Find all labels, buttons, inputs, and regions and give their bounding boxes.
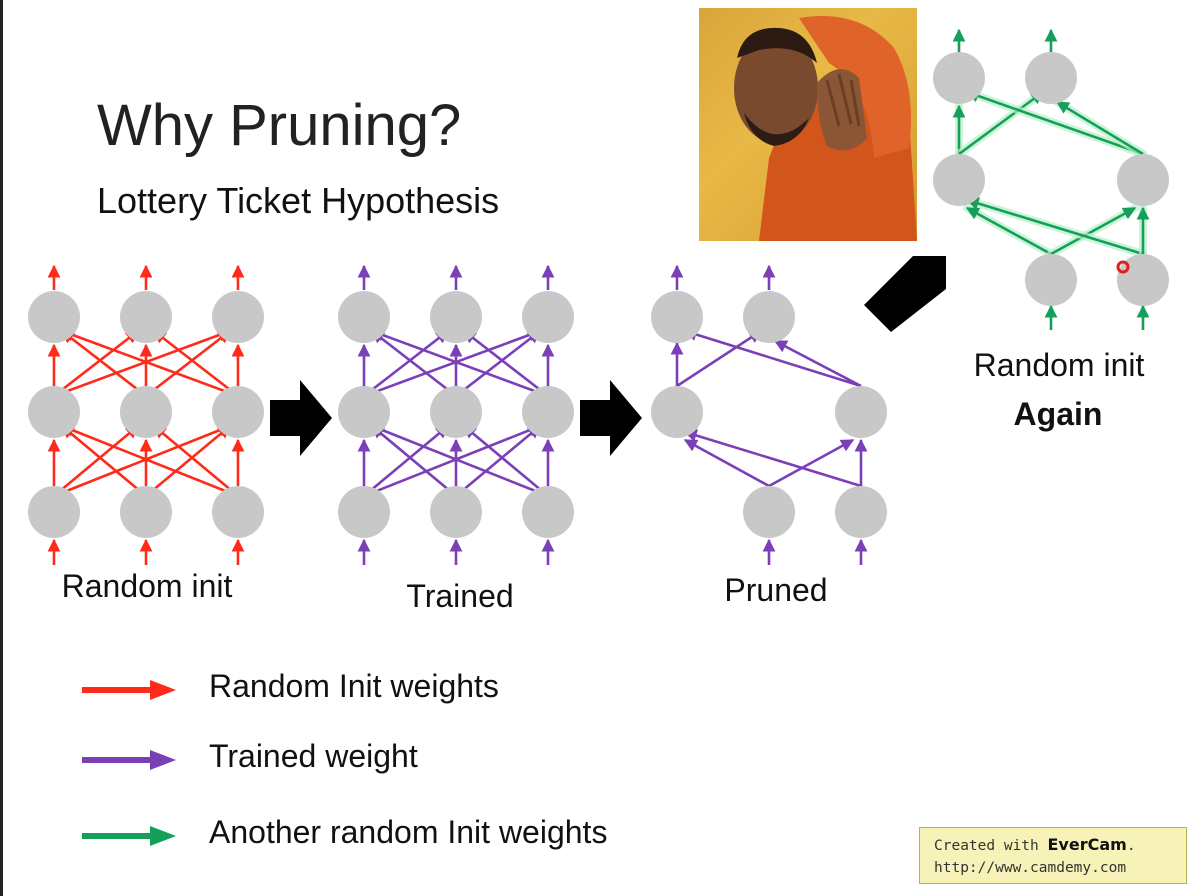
trained-edge-l1-1-0 — [370, 329, 457, 398]
trained-neuron-top-0 — [338, 291, 390, 343]
stage-label-reinit: Random init — [973, 347, 1145, 383]
random-edge-l1-2-0 — [60, 328, 239, 398]
random-neuron-mid-0 — [28, 386, 80, 438]
random-edge-l0-1-2 — [145, 425, 231, 497]
trained-edge-l0-1-0 — [371, 425, 457, 497]
stage-label-again: Again — [1013, 396, 1103, 432]
reinit-neuron-bot-0 — [1025, 254, 1077, 306]
trained-edge-l1-2-1 — [462, 329, 549, 398]
stage-label-pruned: Pruned — [724, 572, 828, 608]
random-edge-l0-0-1 — [53, 425, 139, 497]
reinit-edge-b0-m0 — [965, 206, 1052, 256]
stage-arrow-1 — [270, 380, 332, 456]
left-border — [0, 0, 3, 896]
reinit-neuron-top-0 — [933, 52, 985, 104]
pruned-edge-b0-m0 — [683, 438, 770, 488]
trained-neuron-bot-0 — [338, 486, 390, 538]
reinit-edge-m1-t1 — [1055, 100, 1144, 156]
pruned-neuron-top-0 — [651, 291, 703, 343]
pruned-neuron-top-1 — [743, 291, 795, 343]
trained-edge-l1-0-2 — [363, 328, 542, 398]
pruned-neuron-bot-1 — [835, 486, 887, 538]
trained-edge-l1-1-2 — [455, 329, 542, 398]
legend-label-another: Another random Init weights — [209, 814, 608, 850]
trained-neuron-top-1 — [430, 291, 482, 343]
reinit-neuron-mid-1 — [1117, 154, 1169, 206]
random-edge-l1-1-2 — [145, 329, 232, 398]
legend-label-trained: Trained weight — [209, 738, 418, 774]
pruned-neuron-mid-1 — [835, 386, 887, 438]
reinit-edge-b0-m1 — [1050, 206, 1137, 256]
random-edge-l1-0-2 — [53, 328, 232, 398]
legend-red-arrow — [80, 670, 180, 710]
watermark-suffix: . — [1126, 838, 1136, 854]
reinit-edge-m0-t1 — [958, 90, 1045, 156]
stage-label-trained: Trained — [406, 578, 514, 614]
pruned-edge-m0-t1 — [676, 329, 763, 388]
reinit-edge-b1-m0 — [965, 197, 1144, 256]
trained-edge-l0-0-1 — [363, 425, 449, 497]
trained-edge-l0-0-2 — [363, 424, 542, 498]
random-neuron-top-2 — [212, 291, 264, 343]
random-edge-l1-0-1 — [53, 329, 140, 398]
legend-green-arrow — [80, 816, 180, 856]
random-neuron-top-1 — [120, 291, 172, 343]
pruned-edge-b1-m0 — [683, 429, 862, 488]
reinit-neuron-top-1 — [1025, 52, 1077, 104]
reinit-neuron-bot-1 — [1117, 254, 1169, 306]
slide-subtitle: Lottery Ticket Hypothesis — [97, 180, 500, 221]
meme-image — [699, 8, 917, 241]
reinit-neuron-mid-0 — [933, 154, 985, 206]
pruned-neuron-mid-0 — [651, 386, 703, 438]
pruned-edge-m1-t1 — [773, 339, 862, 388]
evercam-watermark: Created with EverCam. http://www.camdemy… — [919, 827, 1187, 884]
stage-arrow-3 — [864, 256, 946, 332]
random-neuron-top-0 — [28, 291, 80, 343]
watermark-prefix: Created with — [934, 838, 1048, 854]
random-neuron-bot-1 — [120, 486, 172, 538]
watermark-url: http://www.camdemy.com — [934, 860, 1127, 876]
slide-title: Why Pruning? — [97, 93, 462, 158]
random-neuron-mid-2 — [212, 386, 264, 438]
trained-neuron-top-2 — [522, 291, 574, 343]
random-edge-l0-2-1 — [153, 425, 239, 497]
random-neuron-mid-1 — [120, 386, 172, 438]
random-neuron-bot-2 — [212, 486, 264, 538]
random-edge-l0-1-0 — [61, 425, 147, 497]
trained-neuron-mid-1 — [430, 386, 482, 438]
reinit-edge-m1-t0 — [965, 89, 1144, 156]
pruned-neuron-bot-0 — [743, 486, 795, 538]
trained-edge-l0-2-0 — [370, 424, 549, 498]
cursor-pointer-icon — [1116, 260, 1130, 274]
stage-arrow-2 — [580, 380, 642, 456]
trained-neuron-mid-2 — [522, 386, 574, 438]
watermark-brand: EverCam — [1047, 835, 1127, 854]
trained-edge-l1-2-0 — [370, 328, 549, 398]
pruned-edge-m1-t0 — [683, 328, 862, 388]
random-edge-l0-2-0 — [60, 424, 239, 498]
pruned-edge-b0-m1 — [768, 438, 855, 488]
random-edge-l1-1-0 — [60, 329, 147, 398]
random-edge-l0-0-2 — [53, 424, 232, 498]
trained-edge-l0-2-1 — [463, 425, 549, 497]
trained-neuron-mid-0 — [338, 386, 390, 438]
trained-neuron-bot-2 — [522, 486, 574, 538]
trained-neuron-bot-1 — [430, 486, 482, 538]
trained-edge-l0-1-2 — [455, 425, 541, 497]
random-edge-l1-2-1 — [152, 329, 239, 398]
trained-edge-l1-0-1 — [363, 329, 450, 398]
stage-label-random-init: Random init — [61, 568, 233, 604]
random-neuron-bot-0 — [28, 486, 80, 538]
legend-purple-arrow — [80, 740, 180, 780]
legend-label-random: Random Init weights — [209, 668, 499, 704]
